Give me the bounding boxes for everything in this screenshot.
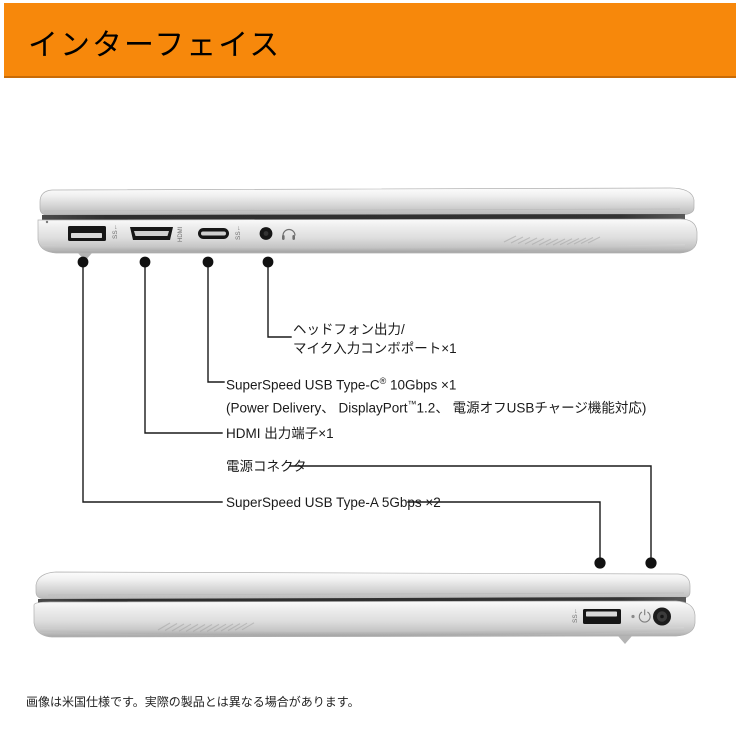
callout-usb-c-line2: (Power Delivery、 DisplayPort™1.2、 電源オフUS… — [226, 398, 647, 416]
callout-label-power-connector: 電源コネクタ — [226, 457, 306, 476]
callout-label-hdmi: HDMI 出力端子×1 — [226, 424, 334, 443]
callout-usb-c-line1: SuperSpeed USB Type-C® 10Gbps ×1 — [226, 376, 457, 393]
callout-power-line1: 電源コネクタ — [226, 459, 307, 474]
svg-text:SS←: SS← — [112, 224, 119, 239]
laptop-bottom-right-side-view: SS← — [33, 571, 696, 644]
vent-grille-bottom — [157, 622, 255, 632]
laptop-top-left-side-view: SS← HDMI SS← — [37, 187, 698, 261]
callout-usb-a-line1: SuperSpeed USB Type-A 5Gbps ×2 — [226, 495, 441, 510]
headphone-jack-top — [259, 227, 296, 240]
svg-text:HDMI: HDMI — [178, 226, 184, 242]
svg-text:SS←: SS← — [572, 608, 579, 623]
usb-a-port-top: SS← — [68, 224, 119, 241]
callout-headphone-line2: マイク入力コンボポート×1 — [293, 341, 457, 356]
callout-headphone-line1: ヘッドフォン出力/ — [293, 322, 405, 337]
callout-label-usb-c: SuperSpeed USB Type-C® 10Gbps ×1 (Power … — [226, 372, 646, 417]
hdmi-port-top: HDMI — [130, 226, 184, 242]
vent-grille-top — [503, 235, 601, 246]
callout-label-usb-a: SuperSpeed USB Type-A 5Gbps ×2 — [226, 493, 441, 512]
power-jack-bottom — [631, 607, 671, 626]
footer-disclaimer: 画像は米国仕様です。実際の製品とは異なる場合があります。 — [26, 695, 360, 709]
callout-hdmi-line1: HDMI 出力端子×1 — [226, 426, 334, 441]
page-title: インターフェイス — [28, 29, 282, 62]
usb-c-port-top: SS← — [198, 225, 242, 240]
usb-a-port-bottom: SS← — [572, 608, 621, 624]
callout-label-headphone: ヘッドフォン出力/ マイク入力コンボポート×1 — [293, 320, 457, 358]
header-banner: インターフェイス — [4, 3, 736, 78]
svg-text:SS←: SS← — [235, 225, 242, 240]
